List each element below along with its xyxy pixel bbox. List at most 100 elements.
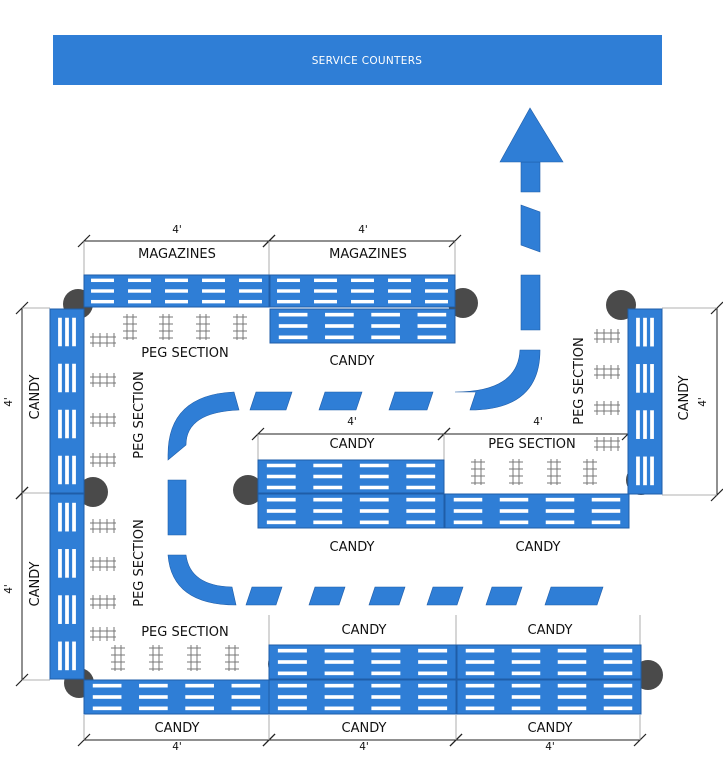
shelf-slot [557, 660, 587, 664]
fixture-magazines-2 [269, 274, 456, 308]
shelf-slot [278, 312, 308, 317]
shelf-slot [72, 363, 76, 393]
dim-top-left: 4' [172, 224, 182, 236]
peg-hook [547, 459, 561, 485]
shelf-slot [58, 549, 62, 578]
fixture-candy-right [627, 308, 663, 495]
shelf-slot [351, 278, 374, 283]
shelf-slot [603, 706, 633, 711]
peg-hook [90, 373, 116, 387]
shelf-slot [277, 671, 307, 676]
shelf-slot [325, 312, 354, 317]
shelf-slot [465, 695, 495, 699]
shelf-slot [314, 278, 337, 283]
shelf-slot [603, 695, 633, 699]
shelf-slot [277, 299, 300, 304]
shelf-slot [128, 289, 151, 293]
shelf-slot [92, 683, 122, 688]
shelf-slot [650, 317, 654, 347]
endcap [78, 477, 108, 507]
shelf-slot [278, 335, 308, 340]
shelf-slot [636, 364, 640, 393]
shelf-slot [324, 706, 354, 711]
peg-hook [90, 519, 116, 533]
peg-hook [233, 314, 247, 340]
peg-hook [90, 413, 116, 427]
shelf-slot [324, 683, 354, 688]
fixture-candy-left-upper [49, 308, 85, 494]
shelf-slot [371, 660, 401, 664]
peg-hooks [90, 314, 620, 671]
label-peg-section-lower-vertical: PEG SECTION [132, 519, 147, 607]
label-magazines-1: MAGAZINES [138, 247, 216, 262]
label-candy-bottom-upper-right: CANDY [528, 623, 573, 638]
dim-bottom-right: 4' [545, 741, 555, 753]
shelf-slot [58, 641, 62, 671]
shelf-slot [324, 695, 354, 699]
shelf-slot [545, 509, 575, 513]
shelf-slot [643, 317, 647, 347]
shelf-slot [359, 485, 389, 490]
fixture-candy-left-lower [49, 493, 85, 680]
fixture-candy-bottom-mid [268, 679, 457, 715]
shelf-slot [465, 706, 495, 711]
shelf-slot [324, 660, 354, 664]
shelf-slot [371, 648, 401, 653]
flow-arrow-segment [167, 479, 187, 536]
shelf-slot [65, 317, 69, 347]
shelf-slot [371, 683, 401, 688]
fixture-candy-bottom-upper-right [456, 644, 642, 680]
shelf-slot [511, 695, 541, 699]
shelf-slot [185, 683, 214, 688]
shelf-slot [72, 641, 76, 671]
dim-bottom-left: 4' [172, 741, 182, 753]
fixture-candy-bottom-right [456, 679, 642, 715]
shelf-slot [266, 520, 296, 525]
service-counters-label: SERVICE COUNTERS [312, 55, 423, 67]
shelf-slot [325, 335, 354, 340]
flow-arrow-segment [245, 586, 283, 606]
shelf-slot [643, 364, 647, 393]
shelf-slot [91, 289, 114, 293]
shelf-slot [239, 289, 262, 293]
shelf-slot [72, 549, 76, 578]
shelf-slot [202, 289, 225, 293]
shelf-slot [359, 497, 389, 502]
label-candy-left-lower: CANDY [28, 561, 43, 606]
peg-hook [196, 314, 210, 340]
flow-arrow-segment [308, 586, 346, 606]
peg-hook [90, 627, 116, 641]
shelf-slot [406, 474, 436, 479]
shelf-slot [359, 509, 389, 513]
label-candy-center-lower-right: CANDY [516, 540, 561, 555]
fixture-candy-center-lower-right [444, 493, 630, 529]
shelf-slot [636, 456, 640, 486]
shelf-slot [511, 660, 541, 664]
shelf-slot [65, 502, 69, 532]
shelf-slot [351, 299, 374, 304]
shelf-slot [65, 409, 69, 439]
peg-hook [225, 645, 239, 671]
shelf-slot [325, 324, 354, 328]
shelf-slot [406, 485, 436, 490]
shelf-slot [499, 509, 529, 513]
shelf-slot [278, 324, 308, 328]
shelf-slot [277, 660, 307, 664]
shelf-slot [324, 648, 354, 653]
shelf-slot [313, 474, 343, 479]
shelf-slot [266, 463, 296, 468]
shelf-slot [72, 317, 76, 347]
peg-hook [90, 557, 116, 571]
shelf-slot [545, 520, 575, 525]
service-counters [53, 35, 662, 85]
shelf-slot [91, 299, 114, 304]
label-peg-section-upper-vertical: PEG SECTION [132, 371, 147, 459]
shelf-slot [139, 706, 168, 711]
fixture-candy-bottom-upper-mid [268, 644, 457, 680]
shelf-slot [371, 312, 400, 317]
shelf-slot [418, 683, 448, 688]
shelf-slot [371, 671, 401, 676]
shelf-slot [603, 648, 633, 653]
shelf-slot [65, 641, 69, 671]
